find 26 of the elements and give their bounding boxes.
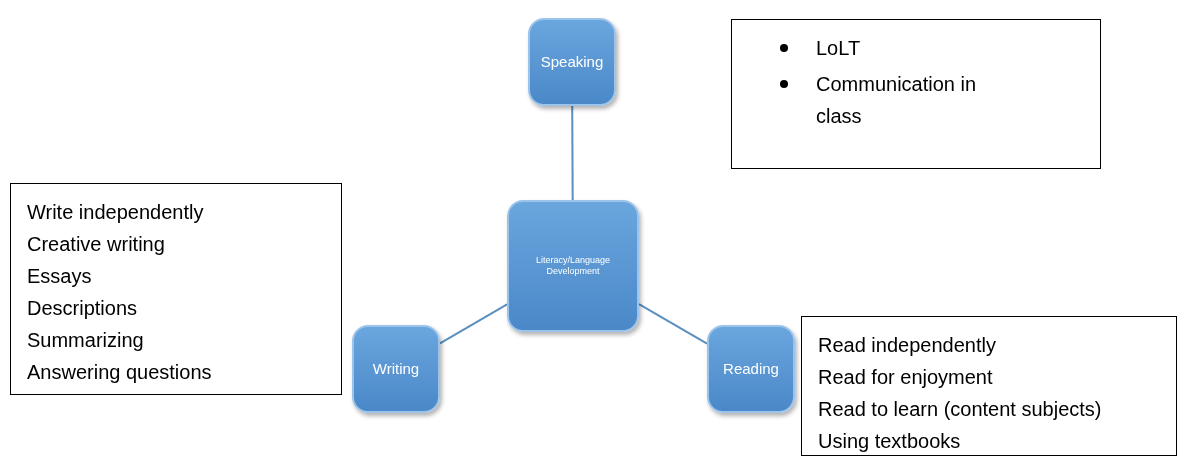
connector-line — [638, 303, 708, 345]
rounded-square-node — [707, 325, 795, 413]
list-item: Read for enjoyment — [818, 365, 994, 390]
rounded-square-node — [528, 18, 616, 106]
bullet-item: LoLT — [816, 36, 861, 61]
node-label: Reading — [723, 358, 779, 379]
text-box — [731, 19, 1101, 169]
list-item: Essays — [27, 264, 93, 289]
node-label: Writing — [372, 358, 420, 379]
connector-line — [439, 303, 508, 345]
rounded-square-node — [507, 200, 639, 332]
list-item: Descriptions — [27, 296, 139, 321]
connector-line — [571, 105, 574, 201]
list-item: Creative writing — [27, 232, 166, 257]
text-box — [801, 316, 1177, 456]
list-item: Using textbooks — [818, 429, 962, 454]
bullet-item: Communication in class — [816, 72, 978, 129]
list-item: Write independently — [27, 200, 205, 225]
rounded-square-node — [352, 325, 440, 413]
list-item: Answering questions — [27, 360, 213, 385]
node-label: Speaking — [540, 51, 604, 72]
text-box — [10, 183, 342, 395]
list-item: Read independently — [818, 333, 997, 358]
node-label: Literacy/Language Development — [534, 254, 612, 278]
list-item: Summarizing — [27, 328, 145, 353]
list-item: Read to learn (content subjects) — [818, 397, 1103, 422]
